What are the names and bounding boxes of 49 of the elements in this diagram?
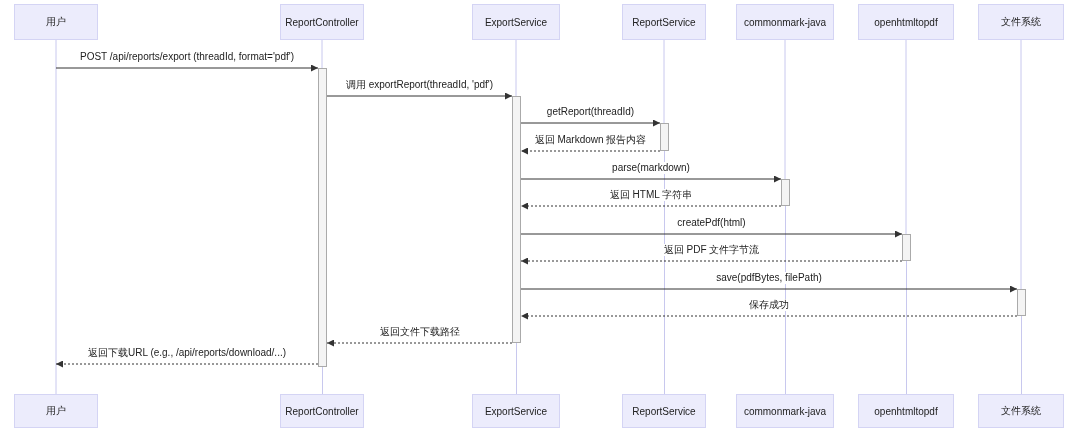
activation-bar: [318, 68, 327, 367]
message-arrow: [520, 285, 1018, 293]
activation-bar: [512, 96, 521, 343]
activation-bar: [660, 123, 669, 151]
message-label: 返回 PDF 文件字节流: [661, 244, 762, 256]
message-arrow: [520, 230, 903, 238]
message-arrow: [520, 202, 782, 210]
participant-box: openhtmltopdf: [858, 394, 954, 428]
message-label: getReport(threadId): [544, 106, 637, 118]
message-label: 保存成功: [747, 299, 791, 311]
participant-box: ReportService: [622, 394, 706, 428]
activation-bar: [902, 234, 911, 261]
activation-bar: [781, 179, 790, 206]
message-label: 返回 Markdown 报告内容: [532, 134, 649, 146]
lifeline: [785, 205, 786, 395]
message-label: POST /api/reports/export (threadId, format='pdf'): [78, 51, 296, 63]
participant-box: ReportController: [280, 4, 364, 40]
activation-bar: [1017, 289, 1026, 316]
participant-box: 用户: [14, 394, 98, 428]
message-arrow: [520, 257, 903, 265]
participant-box: ReportService: [622, 4, 706, 40]
lifeline: [906, 260, 907, 395]
participant-box: ExportService: [472, 4, 560, 40]
lifeline: [664, 150, 665, 395]
message-arrow: [520, 119, 661, 127]
lifeline: [1021, 315, 1022, 395]
message-label: 返回文件下载路径: [377, 326, 462, 338]
message-label: save(pdfBytes, filePath): [714, 272, 824, 284]
participant-box: 文件系统: [978, 394, 1064, 428]
participant-box: 文件系统: [978, 4, 1064, 40]
message-arrow: [520, 312, 1018, 320]
participant-box: commonmark-java: [736, 394, 834, 428]
message-arrow: [520, 175, 782, 183]
lifeline: [322, 366, 323, 395]
message-label: 返回下载URL (e.g., /api/reports/download/...): [86, 347, 288, 359]
participant-box: ReportController: [280, 394, 364, 428]
message-label: 调用 exportReport(threadId, 'pdf'): [343, 79, 496, 91]
participant-box: commonmark-java: [736, 4, 834, 40]
message-arrow: [520, 147, 661, 155]
message-label: createPdf(html): [675, 217, 748, 229]
lifeline: [516, 342, 517, 395]
participant-box: ExportService: [472, 394, 560, 428]
participant-box: openhtmltopdf: [858, 4, 954, 40]
message-arrow: [55, 64, 319, 72]
participant-box: 用户: [14, 4, 98, 40]
message-arrow: [326, 339, 513, 347]
message-arrow: [326, 92, 513, 100]
message-label: parse(markdown): [610, 162, 692, 174]
message-arrow: [55, 360, 319, 368]
